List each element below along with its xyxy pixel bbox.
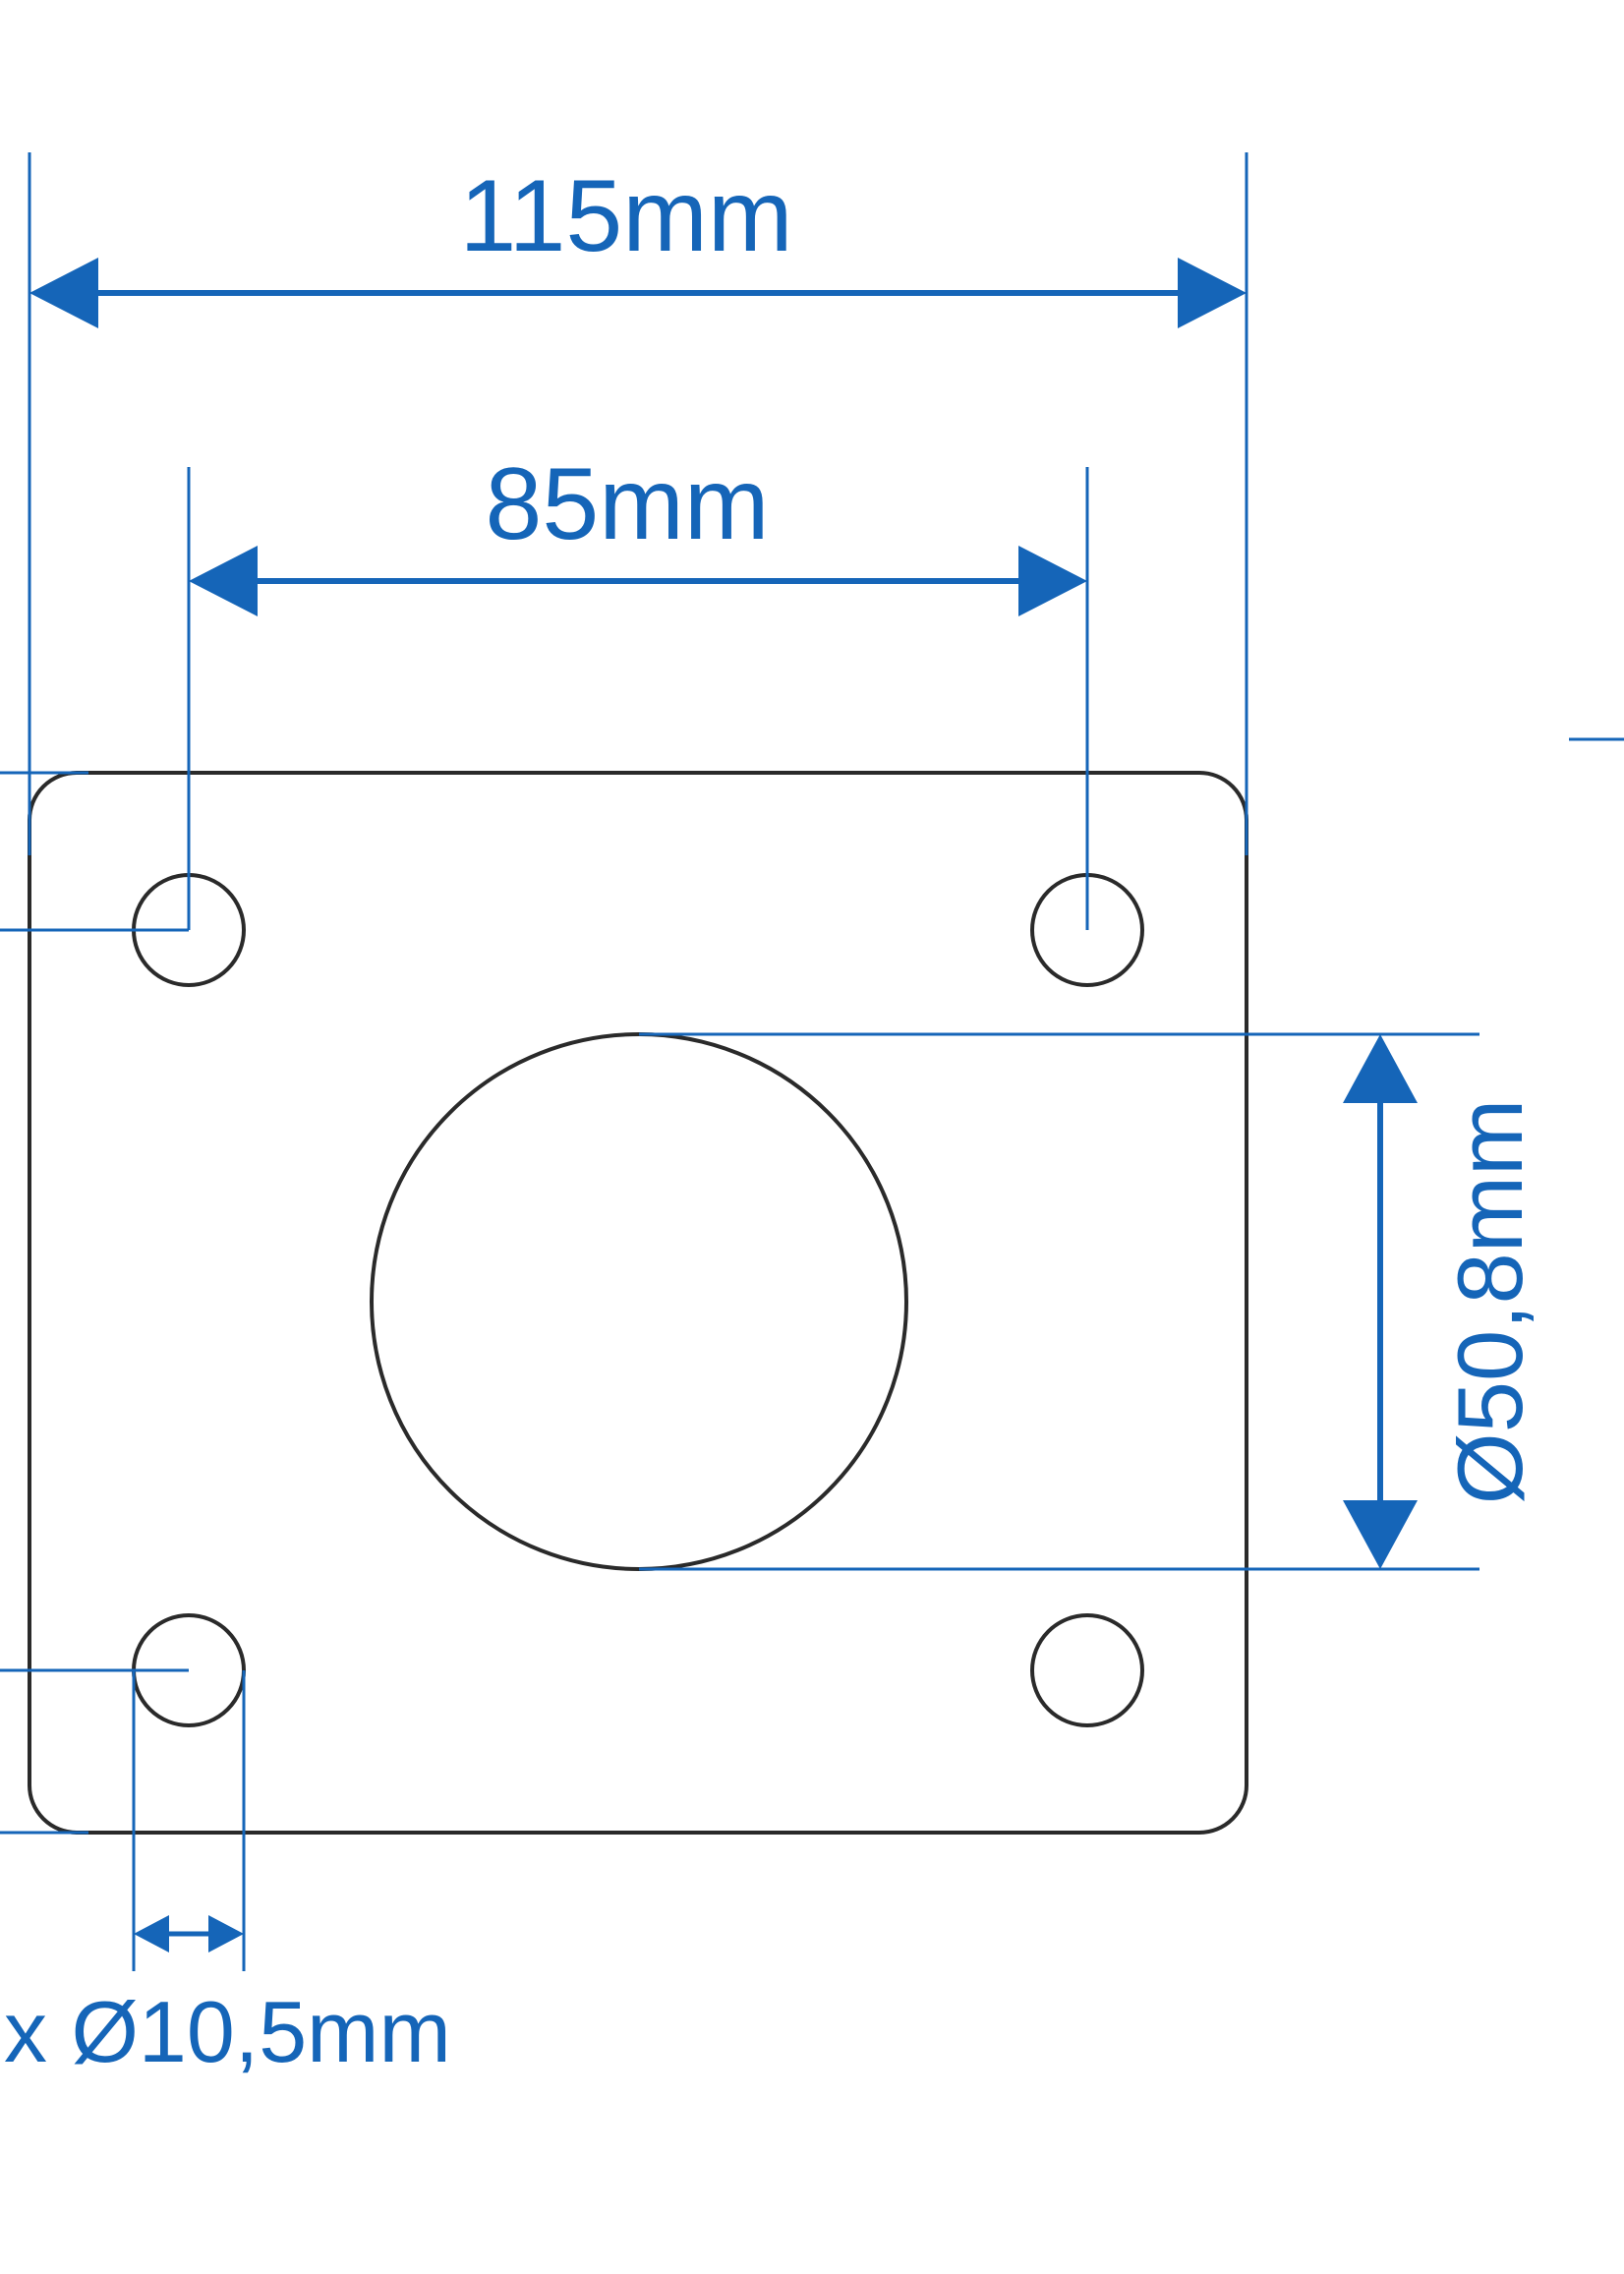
arrow-115-right xyxy=(1178,258,1247,328)
arrow-bore-bottom xyxy=(1343,1500,1418,1569)
arrow-85-right xyxy=(1018,546,1087,616)
mounting-hole-bottom-right xyxy=(1030,1613,1144,1727)
center-bore xyxy=(370,1032,908,1571)
plate-outline xyxy=(28,771,1248,1835)
arrow-115-left xyxy=(29,258,98,328)
arrow-bore-top xyxy=(1343,1034,1418,1103)
arrowheads xyxy=(29,258,1418,1953)
dimension-lines xyxy=(0,152,1624,1971)
label-overall-width: 115mm xyxy=(459,159,792,273)
label-hole-spacing: 85mm xyxy=(486,447,770,561)
plate xyxy=(28,771,1248,1835)
arrow-85-left xyxy=(189,546,258,616)
label-center-bore: Ø50,8mm xyxy=(1438,1099,1541,1505)
arrow-hole-right xyxy=(208,1915,244,1953)
label-mounting-holes: x Ø10,5mm xyxy=(4,1983,451,2080)
arrow-hole-left xyxy=(134,1915,169,1953)
